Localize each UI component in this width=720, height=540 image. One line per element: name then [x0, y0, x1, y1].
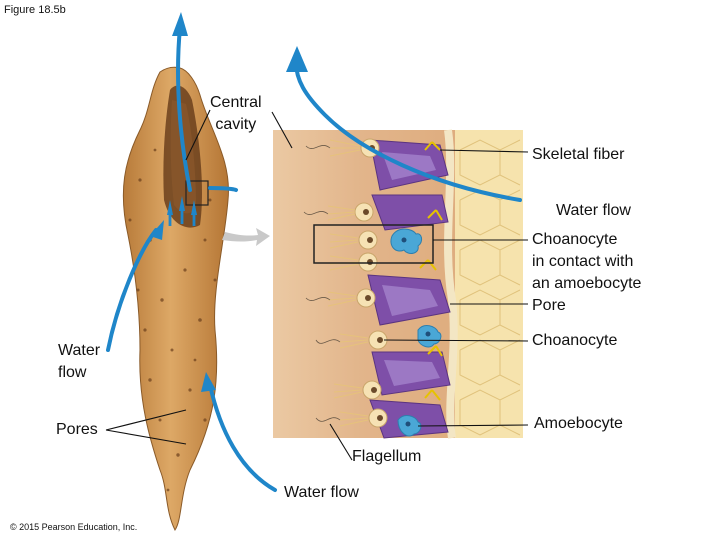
label-pore: Pore: [532, 297, 566, 314]
label-central-cavity: Central cavity: [210, 94, 262, 133]
magnify-box: [185, 180, 209, 206]
copyright-notice: © 2015 Pearson Education, Inc.: [10, 522, 138, 532]
water-flow-arrows: [106, 26, 522, 492]
amoebocytes: [390, 228, 442, 437]
water-flow-arrowheads: [150, 12, 308, 392]
cell-detail-panel: [273, 129, 523, 439]
leader-lines: [105, 109, 529, 461]
upward-small-arrows: [167, 196, 197, 226]
label-pores: Pores: [56, 421, 98, 438]
label-skeletal-fiber: Skeletal fiber: [532, 146, 625, 163]
label-choanocyte-amoebocyte: Choanocyte in contact with an amoebocyte: [532, 231, 642, 292]
figure-label: Figure 18.5b: [4, 4, 66, 16]
choanocyte-amoebocyte-box: [313, 224, 434, 264]
collar-cells: [303, 138, 388, 428]
label-amoebocyte: Amoebocyte: [534, 415, 623, 432]
label-choanocyte: Choanocyte: [532, 332, 618, 349]
sponge-body: [122, 66, 229, 531]
label-water-flow-top: Water flow: [556, 202, 631, 219]
magnify-arrow: [222, 228, 270, 246]
label-water-flow-left: Water flow: [58, 342, 101, 381]
label-flagellum: Flagellum: [352, 448, 422, 465]
skeletal-mesh: [455, 130, 523, 438]
label-water-flow-bottom: Water flow: [284, 484, 359, 501]
